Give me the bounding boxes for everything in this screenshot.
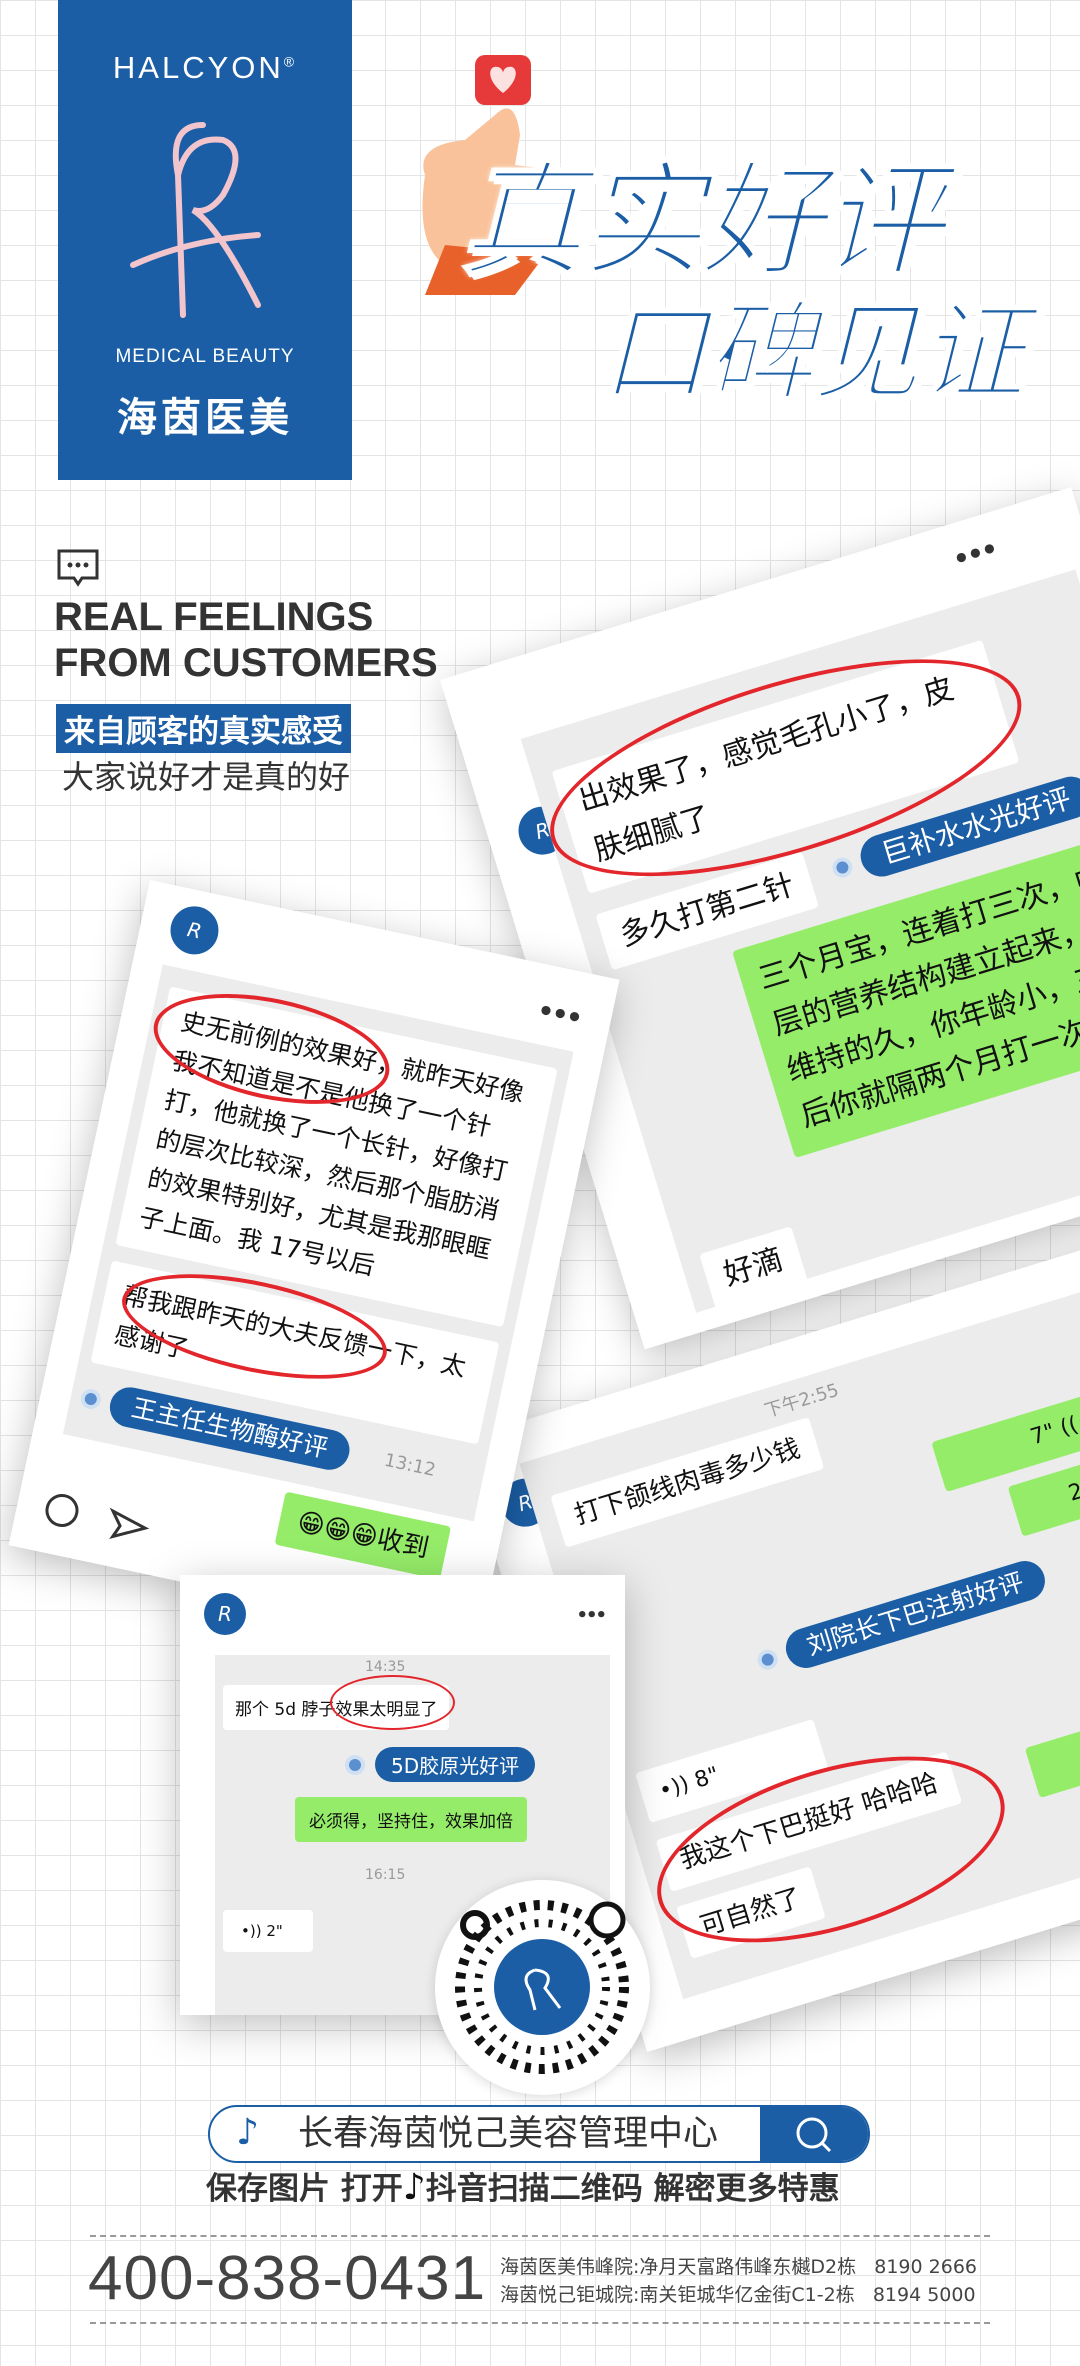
branch-address: 海茵悦己钜城院:南关钜城华亿金街C1-2栋 8194 5000: [500, 2284, 976, 2306]
review-label: 5D胶原光好评: [348, 1747, 536, 1782]
headline-line2: 口碑见证: [599, 291, 1027, 416]
more-icon[interactable]: •••: [949, 534, 1001, 576]
highlight-circle: [330, 1675, 455, 1730]
divider: [90, 2322, 990, 2324]
chat-bubble-icon: [57, 549, 99, 587]
timestamp: 14:35: [365, 1659, 406, 1675]
timestamp: 16:15: [365, 1867, 406, 1883]
thumbs-up-icon: [422, 55, 565, 295]
divider: [90, 2235, 990, 2237]
message-bubble: 打下颌线肉毒多少钱: [550, 1417, 825, 1548]
branch-address: 海茵医美伟峰院:净月天富路伟峰东樾D2栋 8190 2666: [500, 2256, 977, 2278]
timestamp: 13:12: [382, 1449, 438, 1481]
search-icon: [796, 2117, 832, 2153]
review-label: 刘院长下巴注射好评: [780, 1556, 1050, 1673]
reply-bubble: 必须得，坚持住，效果加倍: [295, 1797, 527, 1842]
timestamp: 下午2:55: [762, 1379, 842, 1423]
tiktok-icon: ♪: [402, 2167, 426, 2208]
logo-tagline: MEDICAL BEAUTY: [115, 346, 295, 367]
brand-logo: HALCYON® MEDICAL BEAUTY 海茵医美: [58, 0, 352, 480]
qr-code[interactable]: [435, 1880, 650, 2095]
more-icon[interactable]: •••: [534, 995, 584, 1035]
avatar: R: [166, 901, 223, 959]
avatar: R: [204, 1593, 246, 1635]
search-query: 长春海茵悦己美容管理中心: [298, 2114, 719, 2154]
phone-number[interactable]: 400-838-0431: [88, 2244, 487, 2313]
message-bubble: 好滴: [699, 1226, 808, 1310]
logo-cn-name: 海茵医美: [117, 395, 293, 441]
search-bar[interactable]: ♪ 长春海茵悦己美容管理中心: [208, 2105, 870, 2163]
voice-message[interactable]: 8" ((•: [1024, 1689, 1080, 1799]
section-tag: 来自顾客的真实感受: [56, 704, 351, 753]
tiktok-icon: ♪: [236, 2112, 259, 2153]
section-subtitle: 大家说好才是真的好: [62, 758, 351, 796]
logo-r-icon: [130, 122, 261, 318]
card-action-icons[interactable]: [30, 1481, 160, 1565]
headline-line1: 真实好评: [459, 150, 945, 294]
voice-message[interactable]: •)) 2": [223, 1910, 313, 1952]
search-button[interactable]: [760, 2107, 868, 2161]
more-icon[interactable]: •••: [576, 1605, 606, 1626]
logo-brand: HALCYON®: [112, 50, 298, 85]
review-card-enzyme: R ••• 史无前例的效果好，就昨天好像我不知道是不是他换了一个针打，他就换了一…: [8, 880, 620, 1645]
cta-text: 保存图片 打开♪抖音扫描二维码 解密更多特惠: [206, 2167, 840, 2208]
review-card-collagen: R ••• 14:35 那个 5d 脖子效果太明显了 5D胶原光好评 必须得，坚…: [180, 1575, 625, 2015]
